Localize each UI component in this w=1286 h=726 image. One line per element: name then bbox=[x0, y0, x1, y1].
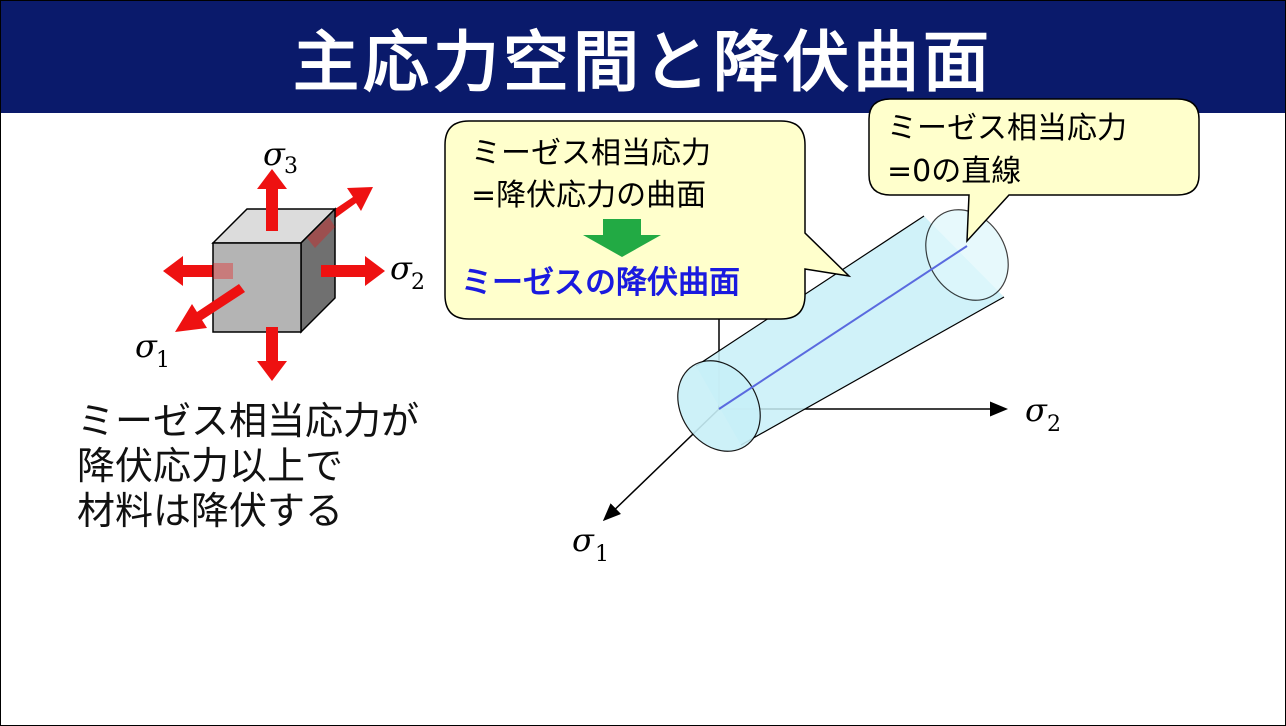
callout-right-line2: =0の直線 bbox=[887, 154, 1021, 189]
arrow-minus-x bbox=[163, 256, 213, 286]
arrow-sigma1 bbox=[175, 284, 245, 332]
axis-label-sigma2: σ bbox=[1025, 391, 1048, 429]
callout-hydrostatic-line: ミーゼス相当応力 =0の直線 bbox=[868, 98, 1200, 244]
cube-label-sigma2-sub: 2 bbox=[411, 270, 425, 295]
cube-label-sigma1-sub: 1 bbox=[156, 348, 170, 373]
axis-label-sigma1: σ bbox=[572, 521, 595, 559]
callout-left-line1: ミーゼス相当応力 bbox=[471, 136, 711, 171]
slide-title: 主応力空間と降伏曲面 bbox=[293, 24, 993, 101]
arrow-sigma3 bbox=[257, 169, 287, 231]
body-line-3: 材料は降伏する bbox=[77, 489, 344, 533]
hydrostatic-line bbox=[718, 245, 968, 410]
stress-cube-group: σ 3 σ 2 σ 1 bbox=[135, 135, 425, 381]
arrow-sigma2 bbox=[321, 256, 385, 286]
yield-condition-text: ミーゼス相当応力が 降伏応力以上で 材料は降伏する bbox=[77, 399, 419, 534]
callout-right-line1: ミーゼス相当応力 bbox=[887, 111, 1127, 146]
title-bar bbox=[1, 1, 1285, 113]
cube-label-sigma2: σ bbox=[390, 249, 413, 287]
mises-cylinder bbox=[677, 209, 1009, 452]
callout-yield-surface: ミーゼス相当応力 =降伏応力の曲面 ミーゼスの降伏曲面 bbox=[444, 120, 852, 320]
body-line-1: ミーゼス相当応力が bbox=[77, 399, 420, 443]
body-line-2: 降伏応力以上で bbox=[77, 444, 344, 488]
cube-label-sigma3-sub: 3 bbox=[284, 154, 298, 179]
principal-stress-space: σ 2 σ 1 bbox=[572, 209, 1061, 567]
axis-label-sigma1-sub: 1 bbox=[595, 542, 609, 567]
cube-label-sigma3: σ bbox=[263, 135, 286, 173]
green-down-arrow bbox=[583, 219, 661, 257]
cube-label-sigma1: σ bbox=[135, 327, 158, 365]
callout-left-highlight: ミーゼスの降伏曲面 bbox=[461, 265, 740, 301]
cube-front-face bbox=[212, 242, 302, 333]
callout-left-line2: =降伏応力の曲面 bbox=[471, 178, 706, 213]
axis-label-sigma2-sub: 2 bbox=[1047, 412, 1061, 437]
arrow-minus-z bbox=[257, 327, 287, 381]
